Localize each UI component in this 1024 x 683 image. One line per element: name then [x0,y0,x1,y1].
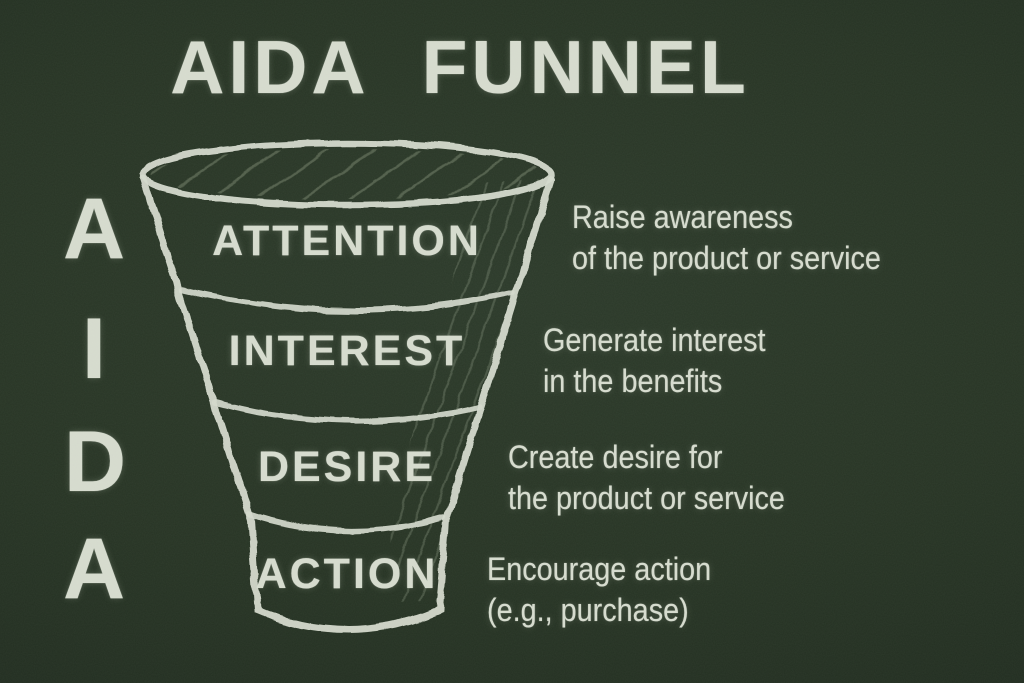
stage-description-line: of the product or service [572,240,881,276]
acronym-letter-a1: A [63,181,126,277]
acronym-letter-i: I [82,301,106,397]
funnel-stage-label-desire: DESIRE [257,443,437,491]
funnel-stage-label-interest: INTEREST [228,327,466,375]
stage-description-attention: Raise awareness of the product or servic… [572,197,881,279]
stage-description-line: Generate interest [543,322,766,358]
stage-description-line: Encourage action [487,551,712,587]
stage-description-line: Create desire for [508,439,723,475]
stage-description-line: (e.g., purchase) [487,592,689,628]
funnel-stage-label-action: ACTION [255,550,439,598]
page-title: AIDA FUNNEL [170,25,750,109]
acronym-letter-d: D [64,414,127,510]
stage-description-line: Raise awareness [572,199,793,235]
stage-description-action: Encourage action (e.g., purchase) [487,549,711,631]
stage-description-desire: Create desire for the product or service [508,437,785,519]
stage-description-line: the product or service [508,480,785,516]
stage-description-interest: Generate interest in the benefits [543,320,766,402]
funnel-stage-label-attention: ATTENTION [212,217,482,265]
acronym-letter-a2: A [63,521,126,617]
stage-description-line: in the benefits [543,363,723,399]
